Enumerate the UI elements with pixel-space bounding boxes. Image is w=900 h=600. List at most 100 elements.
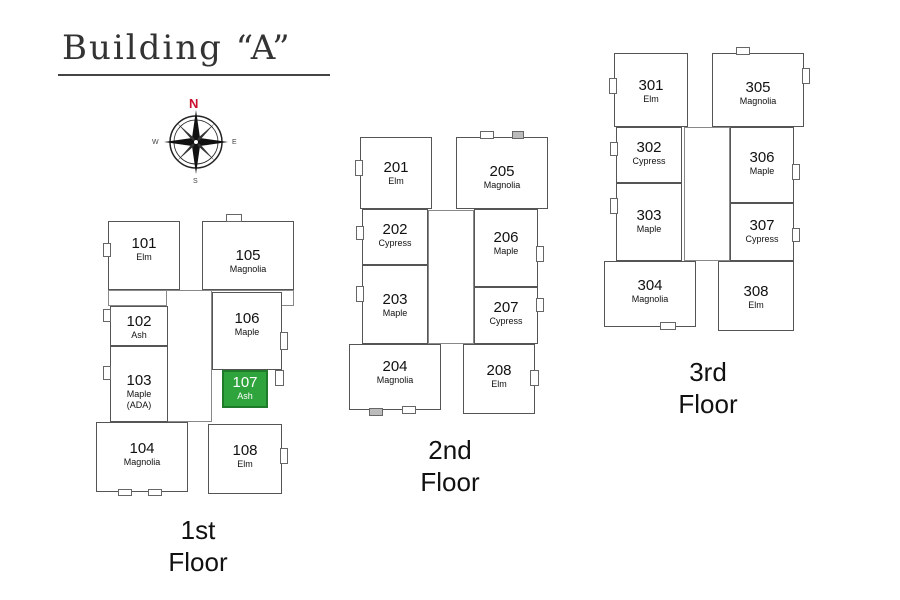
room-number: 305 xyxy=(745,79,771,96)
room-type: Magnolia xyxy=(123,457,161,467)
closet xyxy=(512,131,524,139)
room-number: 106 xyxy=(234,310,260,327)
room-type: Maple xyxy=(636,224,662,234)
floor-label-line1: 1st xyxy=(180,515,216,545)
building-title: Building “A” xyxy=(62,28,292,68)
room-type: Elm xyxy=(491,379,507,389)
title-underline xyxy=(58,74,330,76)
room-type: Cypress xyxy=(489,316,523,326)
closet xyxy=(369,408,383,416)
room-number: 308 xyxy=(743,283,769,300)
room-number: 301 xyxy=(638,77,664,94)
closet xyxy=(536,298,544,312)
room-type: Maple xyxy=(382,308,408,318)
closet xyxy=(103,309,111,322)
floor-label-line1: 2nd xyxy=(428,435,472,465)
closet xyxy=(610,198,618,214)
room-type: Elm xyxy=(136,252,152,262)
closet xyxy=(610,142,618,156)
compass-rose-icon: N W E S xyxy=(152,96,240,188)
room-type: Elm xyxy=(237,459,253,469)
room-number: 108 xyxy=(232,442,258,459)
room-number: 307 xyxy=(749,217,775,234)
floor-label-1: 1st Floor xyxy=(148,514,248,578)
floor-label-2: 2nd Floor xyxy=(400,434,500,498)
closet xyxy=(792,164,800,180)
room-number: 201 xyxy=(383,159,409,176)
hallway xyxy=(166,290,212,422)
room-type: Magnolia xyxy=(483,180,521,190)
room-type: Maple xyxy=(749,166,775,176)
compass-star-icon xyxy=(164,110,228,174)
hallway xyxy=(684,127,730,261)
room-number: 203 xyxy=(382,291,408,308)
room-number: 302 xyxy=(636,139,662,156)
room-number: 304 xyxy=(637,277,663,294)
closet xyxy=(536,246,544,262)
room-type: Maple (ADA) xyxy=(126,389,152,410)
room-type: Magnolia xyxy=(739,96,777,106)
closet xyxy=(103,243,111,257)
closet xyxy=(226,214,242,222)
room-number: 207 xyxy=(493,299,519,316)
floor-label-3: 3rd Floor xyxy=(658,356,758,420)
room-number: 105 xyxy=(235,247,261,264)
room-type: Maple xyxy=(234,327,260,337)
room-type: Magnolia xyxy=(376,375,414,385)
room-type: Maple xyxy=(493,246,519,256)
closet xyxy=(280,448,288,464)
floor-label-line2: Floor xyxy=(678,389,738,419)
room-type: Elm xyxy=(643,94,659,104)
room-type: Cypress xyxy=(378,238,412,248)
closet xyxy=(118,489,132,496)
room-number: 204 xyxy=(382,358,408,375)
floor-label-line2: Floor xyxy=(168,547,228,577)
closet xyxy=(402,406,416,414)
floor-label-line1: 3rd xyxy=(689,357,727,387)
room-number: 107 xyxy=(232,374,258,391)
hallway xyxy=(428,210,474,344)
room-number: 103 xyxy=(126,372,152,389)
closet xyxy=(356,286,364,302)
closet xyxy=(275,370,284,386)
compass-south-label: S xyxy=(193,178,198,185)
closet xyxy=(660,322,676,330)
room-type: Elm xyxy=(748,300,764,310)
closet xyxy=(530,370,539,386)
room-number: 202 xyxy=(382,221,408,238)
room-number: 102 xyxy=(126,313,152,330)
closet xyxy=(736,47,750,55)
compass-west-label: W xyxy=(152,139,159,146)
room-number: 206 xyxy=(493,229,519,246)
closet xyxy=(609,78,617,94)
room-type: Ash xyxy=(237,391,253,401)
room-number: 205 xyxy=(489,163,515,180)
closet xyxy=(148,489,162,496)
room-type: Elm xyxy=(388,176,404,186)
room-number: 208 xyxy=(486,362,512,379)
